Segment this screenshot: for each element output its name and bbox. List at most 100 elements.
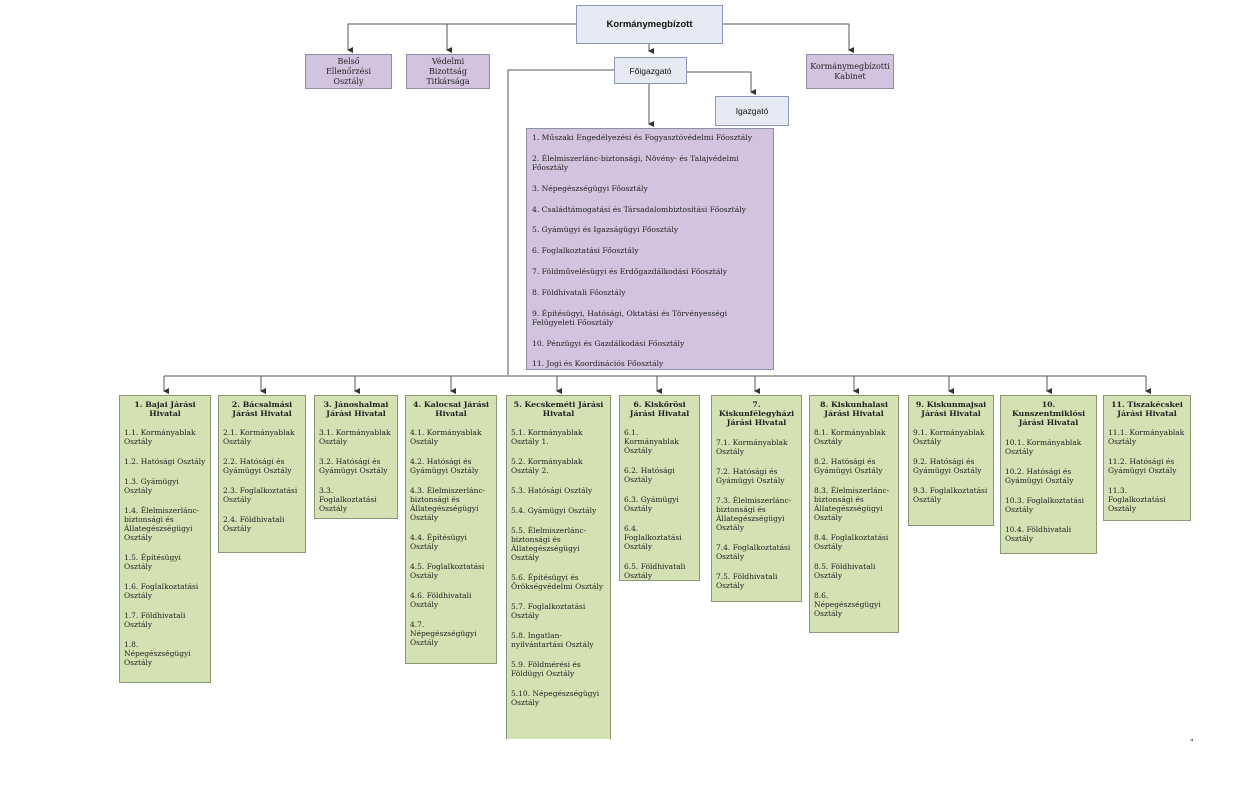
office-item: 10.2. Hatósági és Gyámügyi Osztály xyxy=(1005,466,1074,485)
foosztaly-item: 3. Népegészségügyi Főosztály xyxy=(532,183,648,193)
office-item: 9.3. Foglalkoztatási Osztály xyxy=(913,486,988,505)
office-item: 4.1. Kormányablak Osztály xyxy=(410,428,482,447)
office-item: 4.5. Foglalkoztatási Osztály xyxy=(410,562,485,581)
office-item: 8.2. Hatósági és Gyámügyi Osztály xyxy=(814,457,883,476)
belso-ellenorzesi-box: Belső Ellenőrzési Osztály xyxy=(305,54,392,89)
office-item: 5.10. Népegészségügyi Osztály xyxy=(511,689,600,708)
office-item: 8.6. Népegészségügyi Osztály xyxy=(814,591,881,619)
office-title: 8. Kiskunhalasi Járási Hivatal xyxy=(820,400,888,419)
office-11-tiszakecskei: 11. Tiszakécskei Járási Hivatal 11.1. Ko… xyxy=(1103,395,1191,521)
office-item: 8.1. Kormányablak Osztály xyxy=(814,428,886,447)
office-item: 6.3. Gyámügyi Osztály xyxy=(624,495,679,514)
kabinet-label: Kormánymegbízotti Kabinet xyxy=(810,61,890,81)
office-item: 11.3. Foglalkoztatási Osztály xyxy=(1108,486,1166,514)
office-item: 7.1. Kormányablak Osztály xyxy=(716,437,788,456)
office-title: 9. Kiskunmajsai Járási Hivatal xyxy=(915,400,987,419)
kabinet-box: Kormánymegbízotti Kabinet xyxy=(806,54,894,89)
office-item: 1.8. Népegészségügyi Osztály xyxy=(124,640,191,668)
corner-mark: " xyxy=(1190,738,1194,747)
office-item: 10.4. Földhivatali Osztály xyxy=(1005,524,1072,543)
office-item: 11.1. Kormányablak Osztály xyxy=(1108,428,1185,447)
office-item: 5.5. Élelmiszerlánc-biztonsági és Állate… xyxy=(511,526,587,563)
office-item: 6.4. Foglalkoztatási Osztály xyxy=(624,524,682,552)
office-item: 3.1. Kormányablak Osztály xyxy=(319,428,391,447)
office-item: 5.4. Gyámügyi Osztály xyxy=(511,506,597,516)
office-item: 7.3. Élelmiszerlánc-biztonsági és Állate… xyxy=(716,495,792,532)
vedelmi-bizottsag-box: Védelmi Bizottság Titkársága xyxy=(406,54,490,89)
foosztaly-list: 1. Műszaki Engedélyezési és Fogyasztóvéd… xyxy=(526,128,774,370)
office-item: 5.6. Építésügyi és Örökségvédelmi Osztál… xyxy=(511,573,604,592)
office-item: 8.4. Foglalkoztatási Osztály xyxy=(814,533,889,552)
office-item: 5.1. Kormányablak Osztály 1. xyxy=(511,428,583,447)
foosztaly-item: 8. Földhivatali Főosztály xyxy=(532,287,626,297)
office-title: 10. Kunszentmiklósi Járási Hivatal xyxy=(1011,400,1086,428)
foosztaly-item: 2. Élelmiszerlánc-biztonsági, Növény- és… xyxy=(532,153,739,172)
office-10-kunszentmiklosi: 10. Kunszentmiklósi Járási Hivatal 10.1.… xyxy=(1000,395,1097,554)
office-item: 7.2. Hatósági és Gyámügyi Osztály xyxy=(716,466,785,485)
kormanymegbizott-box: Kormánymegbízott xyxy=(576,5,723,44)
belso-ellenorzesi-label: Belső Ellenőrzési Osztály xyxy=(325,56,372,86)
office-item: 2.2. Hatósági és Gyámügyi Osztály xyxy=(223,457,292,476)
office-item: 3.3. Foglalkoztatási Osztály xyxy=(319,486,377,514)
office-item: 4.4. Építésügyi Osztály xyxy=(410,533,467,552)
office-item: 2.1. Kormányablak Osztály xyxy=(223,428,295,447)
office-2-bacsalmasi: 2. Bácsalmási Járási Hivatal 2.1. Kormán… xyxy=(218,395,306,553)
office-4-kalocsai: 4. Kalocsai Járási Hivatal 4.1. Kormánya… xyxy=(405,395,497,664)
office-item: 1.2. Hatósági Osztály xyxy=(124,457,206,467)
office-item: 4.2. Hatósági és Gyámügyi Osztály xyxy=(410,457,479,476)
office-item: 4.6. Földhivatali Osztály xyxy=(410,591,472,610)
office-title: 11. Tiszakécskei Járási Hivatal xyxy=(1111,400,1183,419)
foosztaly-item: 11. Jogi és Koordinációs Főosztály xyxy=(532,359,664,369)
office-9-kiskunmajsai: 9. Kiskunmajsai Járási Hivatal 9.1. Korm… xyxy=(908,395,994,526)
office-1-bajai: 1. Bajai Járási Hivatal 1.1. Kormányabla… xyxy=(119,395,211,683)
office-title: 6. Kiskőrösi Járási Hivatal xyxy=(629,400,690,419)
foosztaly-item: 10. Pénzügyi és Gazdálkodási Főosztály xyxy=(532,338,685,348)
office-item: 1.7. Földhivatali Osztály xyxy=(124,611,186,630)
office-title: 2. Bácsalmási Járási Hivatal xyxy=(231,400,293,419)
foosztaly-item: 5. Gyámügyi és Igazságügyi Főosztály xyxy=(532,225,679,235)
office-3-janoshalmai: 3. Jánoshalmai Járási Hivatal 3.1. Kormá… xyxy=(314,395,398,519)
office-item: 10.3. Foglalkoztatási Osztály xyxy=(1005,495,1085,514)
foosztaly-item: 6. Foglalkoztatási Főosztály xyxy=(532,246,639,256)
office-item: 5.9. Földmérési és Földügyi Osztály xyxy=(511,660,581,679)
office-item: 6.1. Kormányablak Osztály xyxy=(624,428,679,456)
foigazgato-label: Főigazgató xyxy=(629,65,672,76)
office-5-kecskemeti: 5. Kecskeméti Járási Hivatal 5.1. Kormán… xyxy=(506,395,611,739)
igazgato-label: Igazgató xyxy=(735,106,769,116)
office-title: 5. Kecskeméti Járási Hivatal xyxy=(513,400,604,419)
office-item: 8.3. Élelmiszerlánc-biztonsági és Állate… xyxy=(814,486,890,523)
office-title: 4. Kalocsai Járási Hivatal xyxy=(413,400,489,419)
office-item: 1.1. Kormányablak Osztály xyxy=(124,428,196,447)
office-title: 1. Bajai Járási Hivatal xyxy=(134,400,196,419)
igazgato-box: Igazgató xyxy=(715,96,789,126)
foosztaly-item: 9. Építésügyi, Hatósági, Oktatási és Tör… xyxy=(532,308,728,327)
foosztaly-item: 4. Családtámogatási és Társadalombiztosí… xyxy=(532,204,746,214)
office-item: 6.2. Hatósági Osztály xyxy=(624,466,675,485)
office-item: 10.1. Kormányablak Osztály xyxy=(1005,437,1082,456)
office-7-kiskunfelegyhazi: 7. Kiskunfélegyházi Járási Hivatal 7.1. … xyxy=(711,395,802,602)
office-title: 3. Jánoshalmai Járási Hivatal xyxy=(323,400,389,419)
office-item: 7.5. Földhivatali Osztály xyxy=(716,571,778,590)
foosztaly-item: 1. Műszaki Engedélyezési és Fogyasztóvéd… xyxy=(532,133,753,142)
office-8-kiskunhalasi: 8. Kiskunhalasi Járási Hivatal 8.1. Korm… xyxy=(809,395,899,633)
foigazgato-box: Főigazgató xyxy=(614,57,687,84)
office-item: 1.6. Foglalkoztatási Osztály xyxy=(124,582,199,601)
office-item: 5.8. Ingatlan-nyilvántartási Osztály xyxy=(511,631,594,650)
office-item: 4.7. Népegészségügyi Osztály xyxy=(410,620,477,648)
office-item: 6.5. Földhivatali Osztály xyxy=(624,562,686,581)
office-item: 3.2. Hatósági és Gyámügyi Osztály xyxy=(319,457,388,476)
office-item: 2.4. Földhivatali Osztály xyxy=(223,515,285,534)
office-item: 2.3. Foglalkoztatási Osztály xyxy=(223,486,298,505)
foosztaly-item: 7. Földművelésügyi és Erdőgazdálkodási F… xyxy=(532,266,728,276)
office-item: 9.2. Hatósági és Gyámügyi Osztály xyxy=(913,457,982,476)
office-item: 4.3. Élelmiszerlánc-biztonsági és Állate… xyxy=(410,486,486,523)
office-item: 5.3. Hatósági Osztály xyxy=(511,486,593,496)
office-item: 5.7. Foglalkoztatási Osztály xyxy=(511,602,586,621)
office-title: 7. Kiskunfélegyházi Járási Hivatal xyxy=(718,400,795,428)
office-6-kiskorosi: 6. Kiskőrösi Járási Hivatal 6.1. Kormány… xyxy=(619,395,700,581)
office-item: 7.4. Foglalkoztatási Osztály xyxy=(716,542,791,561)
office-item: 1.5. Építésügyi Osztály xyxy=(124,553,181,572)
office-item: 1.3. Gyámügyi Osztály xyxy=(124,477,179,496)
office-item: 8.5. Földhivatali Osztály xyxy=(814,562,876,581)
